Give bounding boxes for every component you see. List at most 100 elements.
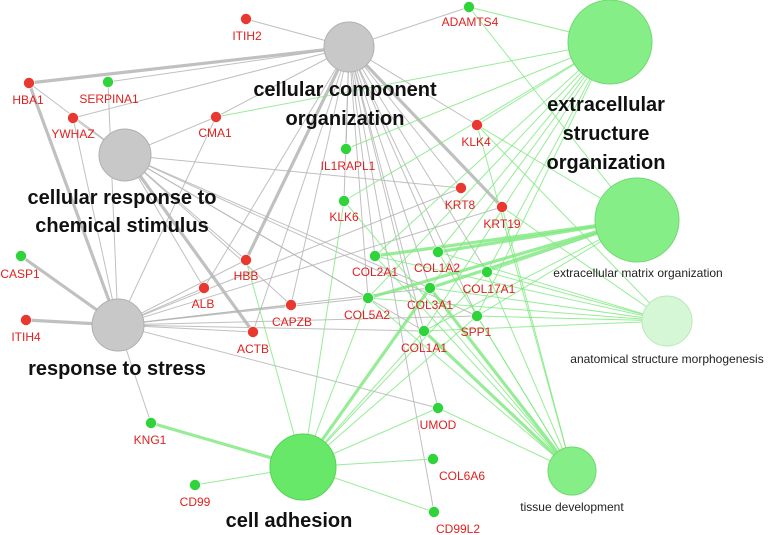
gene-label-KLK4: KLK4 <box>461 135 491 149</box>
edge-COL1A1-asm <box>423 320 668 332</box>
term-node-layer <box>91 0 693 501</box>
term-label-asm: anatomical structure morphogenesis <box>570 352 763 366</box>
gene-node-CASP1[interactable] <box>15 250 27 262</box>
gene-node-KLK6[interactable] <box>338 195 350 207</box>
term-node-ecmo[interactable] <box>594 177 680 263</box>
gene-node-KRT8[interactable] <box>455 182 467 194</box>
gene-label-CD99L2: CD99L2 <box>436 522 480 535</box>
edge-SPP1-cadh <box>302 315 478 468</box>
gene-node-CAPZB[interactable] <box>285 299 297 311</box>
edge-KLK4-td <box>476 124 573 472</box>
gene-node-ITIH4[interactable] <box>20 314 32 326</box>
edge-COL1A1-td <box>422 329 574 473</box>
edge-COL1A2-ccomp <box>348 46 439 253</box>
gene-node-CD99L2[interactable] <box>428 506 440 518</box>
edge-COL3A1-ccomp <box>348 46 431 289</box>
term-label-line: tissue development <box>520 500 624 514</box>
term-node-td[interactable] <box>547 446 597 496</box>
gene-node-IL1RAPL1[interactable] <box>340 143 352 155</box>
term-node-rts[interactable] <box>91 298 145 352</box>
gene-label-HBB: HBB <box>234 269 259 283</box>
gene-node-ADAMTS4[interactable] <box>463 1 475 13</box>
term-node-ecso[interactable] <box>567 0 653 85</box>
gene-label-YWHAZ: YWHAZ <box>51 127 94 141</box>
term-node-cadh[interactable] <box>269 433 337 501</box>
edge-KRT8-ccomp <box>348 46 462 189</box>
gene-node-ALB[interactable] <box>198 282 210 294</box>
edge-COL2A1-ecso <box>374 41 611 257</box>
edge-COL5A2-rts <box>117 297 369 326</box>
edge-HBB-ccomp <box>244 46 351 261</box>
term-label-line: organization <box>547 152 666 174</box>
gene-label-COL17A1: COL17A1 <box>463 282 516 296</box>
gene-label-COL6A6: COL6A6 <box>439 469 485 483</box>
gene-label-CD99: CD99 <box>180 495 211 509</box>
gene-node-COL17A1[interactable] <box>481 266 493 278</box>
edge-COL17A1-td <box>486 271 573 472</box>
term-node-crcs[interactable] <box>98 128 152 182</box>
edge-HBB-crcs <box>124 154 247 261</box>
gene-node-COL1A2[interactable] <box>432 246 444 258</box>
gene-node-CMA1[interactable] <box>210 111 222 123</box>
gene-label-KLK6: KLK6 <box>329 210 359 224</box>
gene-node-KRT19[interactable] <box>496 201 508 213</box>
gene-node-SERPINA1[interactable] <box>102 76 114 88</box>
gene-node-COL5A2[interactable] <box>362 292 374 304</box>
gene-node-ITIH2[interactable] <box>240 13 252 25</box>
gene-label-HBA1: HBA1 <box>12 93 44 107</box>
gene-label-CAPZB: CAPZB <box>272 315 312 329</box>
gene-label-ALB: ALB <box>192 297 215 311</box>
gene-node-KLK4[interactable] <box>471 119 483 131</box>
edge-CD99L2-ccomp <box>348 46 435 513</box>
edge-KRT19-rts <box>117 206 503 326</box>
edge-UMOD-td <box>437 407 573 472</box>
edge-COL3A1-cadh <box>301 287 432 468</box>
edge-SPP1-td <box>476 315 573 472</box>
gene-label-ITIH2: ITIH2 <box>232 29 262 43</box>
edge-YWHAZ-ccomp <box>72 46 350 119</box>
gene-node-CD99[interactable] <box>189 479 201 491</box>
gene-node-HBB[interactable] <box>240 254 252 266</box>
edge-COL1A2-asm <box>437 251 668 322</box>
gene-node-COL6A6[interactable] <box>427 453 439 465</box>
gene-label-SPP1: SPP1 <box>461 325 492 339</box>
edge-HBA1-rts <box>27 82 120 326</box>
gene-label-KNG1: KNG1 <box>134 433 167 447</box>
edge-COL3A1-asm <box>429 287 668 322</box>
edge-COL17A1-ccomp <box>348 46 488 273</box>
gene-node-SPP1[interactable] <box>471 310 483 322</box>
edge-CMA1-rts <box>117 116 217 326</box>
edge-COL5A2-crcs <box>124 154 369 299</box>
term-label-ecmo: extracellular matrix organization <box>553 266 722 280</box>
term-label-rts: response to stress <box>28 358 206 380</box>
gene-label-KRT19: KRT19 <box>483 217 520 231</box>
edge-IL1RAPL1-ecso <box>345 41 611 150</box>
term-label-line: response to stress <box>28 358 206 380</box>
edge-UMOD-rts <box>117 324 439 409</box>
term-node-asm[interactable] <box>641 295 693 347</box>
gene-node-COL1A1[interactable] <box>418 325 430 337</box>
edge-CMA1-ecso <box>215 41 611 118</box>
gene-node-ACTB[interactable] <box>247 326 259 338</box>
gene-node-YWHAZ[interactable] <box>67 112 79 124</box>
edge-layer <box>20 6 668 513</box>
edge-COL17A1-asm <box>486 271 668 322</box>
gene-label-COL1A2: COL1A2 <box>414 261 460 275</box>
gene-node-KNG1[interactable] <box>145 417 157 429</box>
term-node-ccomp[interactable] <box>323 21 375 73</box>
edge-SPP1-asm <box>476 315 668 322</box>
gene-node-UMOD[interactable] <box>432 402 444 414</box>
gene-node-COL2A1[interactable] <box>369 250 381 262</box>
term-label-line: structure <box>563 123 650 145</box>
term-label-line: cell adhesion <box>226 510 353 532</box>
edge-COL1A1-ecso <box>423 41 611 332</box>
edge-SPP1-rts <box>117 315 478 326</box>
gene-node-HBA1[interactable] <box>23 77 35 89</box>
edge-KRT19-asm <box>501 206 668 322</box>
gene-node-COL3A1[interactable] <box>424 282 436 294</box>
